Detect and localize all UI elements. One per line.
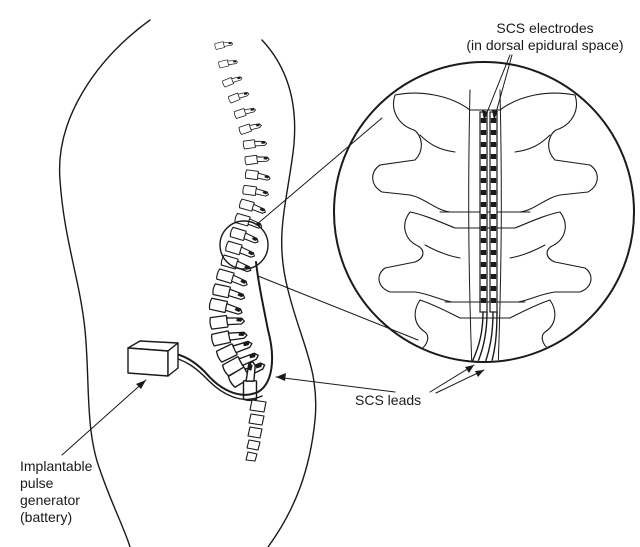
electrode-contact: [480, 274, 487, 279]
electrode-contact: [480, 118, 487, 123]
electrode-contacts: [480, 118, 497, 303]
lead-wire-path-2: [167, 355, 263, 401]
leads-pointer-2: [429, 364, 475, 393]
electrode-contact: [490, 274, 497, 279]
ipg-pointer: [61, 379, 147, 456]
magnify-source-circle: [219, 220, 269, 270]
magnified-circle: [333, 61, 635, 363]
electrode-contact: [480, 238, 487, 243]
body-back-outline: [261, 39, 317, 547]
lead-exit-2: [476, 311, 488, 361]
electrodes-label: SCS electrodes (in dorsal epidural space…: [460, 20, 630, 54]
electrode-contact: [490, 166, 497, 171]
vertebra: [209, 314, 246, 330]
electrodes-label-line2: (in dorsal epidural space): [466, 37, 624, 53]
electrode-contact: [490, 130, 497, 135]
electrode-contact: [490, 190, 497, 195]
lead-exit-4: [489, 311, 498, 361]
ipg-label-line1: Implantable: [20, 458, 93, 474]
electrodes-label-line1: SCS electrodes: [496, 20, 594, 36]
dura-right: [497, 89, 502, 361]
vertebra: [239, 198, 266, 214]
electrode-contact: [490, 298, 497, 303]
electrode-contact: [480, 298, 487, 303]
electrode-contact: [480, 226, 487, 231]
vertebra: [212, 283, 246, 300]
electrode-contact: [480, 178, 487, 183]
vertebra: [214, 41, 234, 50]
electrode-contact: [480, 286, 487, 291]
vertebra: [222, 76, 243, 88]
lead-exit-1: [471, 311, 484, 361]
vertebra: [244, 169, 271, 181]
electrode-contact: [490, 118, 497, 123]
vertebra: [215, 340, 253, 363]
electrode-contact: [480, 202, 487, 207]
body-front-outline: [58, 19, 151, 547]
vertebra: [229, 226, 259, 244]
ipg-device: [127, 340, 179, 377]
electrode-contact: [490, 226, 497, 231]
vertebra: [225, 240, 255, 258]
vertebra: [216, 268, 248, 287]
ipg-label-line2: pulse: [20, 475, 54, 491]
electrode-contact: [480, 166, 487, 171]
lead-wire-path: [167, 261, 274, 396]
vertebra: [211, 330, 248, 347]
electrode-contact: [490, 262, 497, 267]
electrode-contact: [480, 214, 487, 219]
vertebra: [244, 154, 270, 166]
electrode-contact: [490, 178, 497, 183]
vertebra: [242, 139, 268, 150]
leads-pointer-1: [275, 376, 396, 393]
ipg-label: Implantable pulse generator (battery): [20, 458, 92, 526]
ipg-front: [127, 347, 169, 377]
electrode-contact: [490, 238, 497, 243]
electrode-contact: [480, 190, 487, 195]
vertebra: [208, 297, 243, 315]
vertebra: [242, 184, 269, 197]
body-outline: [58, 19, 317, 547]
electrode-contact: [490, 250, 497, 255]
vertebra: [218, 59, 238, 69]
electrodes-pointer-1: [483, 54, 511, 121]
spine: [208, 41, 271, 401]
magnify-line-upper: [255, 117, 383, 226]
vertebra: [238, 123, 262, 135]
electrode-contact: [490, 214, 497, 219]
electrode-contact: [480, 142, 487, 147]
electrode-contact: [480, 154, 487, 159]
ipg-label-line4: (battery): [20, 509, 73, 525]
electrode-contact: [480, 262, 487, 267]
magnify-line-lower: [257, 275, 419, 341]
electrode-contact: [490, 142, 497, 147]
magnified-view: [333, 61, 635, 363]
ipg-label-line3: generator: [20, 492, 80, 508]
dura-left: [468, 89, 473, 361]
vertebra: [221, 352, 259, 377]
leads-label: SCS leads: [355, 392, 421, 409]
electrode-contact: [490, 286, 497, 291]
vertebra: [233, 107, 257, 119]
electrode-contact: [480, 130, 487, 135]
leads-pointer-3: [435, 369, 485, 394]
leads-label-text: SCS leads: [355, 392, 422, 408]
electrode-contact: [480, 250, 487, 255]
electrodes-pointer-2: [493, 54, 513, 121]
connector-lines: [61, 54, 513, 456]
vertebra: [228, 91, 250, 104]
electrode-contact: [490, 202, 497, 207]
lead-exit-3: [483, 311, 494, 361]
lead-wire: [167, 261, 274, 401]
coccyx: [245, 399, 267, 462]
ipg-side: [167, 342, 179, 377]
electrode-contact: [490, 154, 497, 159]
